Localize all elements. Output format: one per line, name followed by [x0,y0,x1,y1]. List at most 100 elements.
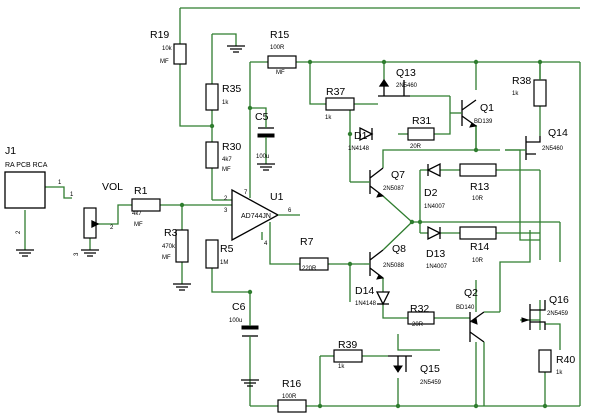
j1-pin2: 2 [16,230,22,234]
ground-symbol [81,249,99,257]
resistor-r32: R32 20R [407,303,435,328]
resistor-body [459,163,497,177]
resistor-ref: R13 [470,181,489,193]
q16-value: 2N5459 [547,311,569,317]
resistor-ref: R35 [222,83,241,95]
resistor-ref: R30 [222,141,241,153]
transistor-q8: Q8 2N5088 [364,243,406,280]
resistor-value: 10k [162,46,173,52]
resistor-ref: R5 [220,243,234,255]
resistor-value: 100R [282,394,297,400]
resistor-ref: R15 [270,29,289,41]
resistor-value: 20R [412,322,424,328]
resistor-body [205,83,219,111]
resistor-ref: R16 [282,378,301,390]
capacitor-c6: C6 100u [229,301,259,352]
q14-ref: Q14 [548,127,568,139]
transistor-q14: Q14 2N5460 [505,62,568,160]
diode-d13: D13 1N4007 [426,225,448,270]
opamp-pin7: 7 [244,190,248,196]
opamp-ref: U1 [270,191,284,203]
connector-j1: J1 RA PCB RCA 1 2 [4,145,62,234]
resistor-body [407,127,435,141]
resistor-ref: R1 [134,185,148,197]
q14-value: 2N5460 [542,146,564,152]
diode-d2: D2 1N4007 [424,162,446,210]
opamp-value: AD744JN [241,213,271,220]
resistor-type: MF [134,222,143,228]
q1-value: BD139 [474,119,493,125]
resistor-value: 1k [512,91,519,97]
q2-ref: Q2 [464,287,478,299]
ground-symbol [173,283,191,291]
c5-value: 100u [256,154,269,160]
resistor-type: MF [276,70,285,76]
resistor-r5: R5 1M [205,239,234,269]
ground-symbol [241,379,259,387]
resistor-body [407,311,435,325]
pot-pin1: 1 [70,192,74,198]
pot-pin3: 3 [74,252,80,256]
q7-value: 2N5087 [383,186,405,192]
resistor-value: 100R [270,45,285,51]
opamp-pin3: 3 [224,208,228,214]
q16-ref: Q16 [549,294,569,306]
d2-ref: D2 [424,187,438,199]
q13-ref: Q13 [396,67,416,79]
d2-value: 1N4007 [424,204,446,210]
resistor-body [131,198,161,212]
ground-symbols [16,45,275,387]
c6-value: 100u [229,318,242,324]
resistor-value: 1k [222,100,229,106]
j1-pin1: 1 [58,180,62,186]
resistor-type: MF [160,59,169,65]
q7-ref: Q7 [391,169,405,181]
resistor-body [175,229,189,263]
resistor-ref: R7 [300,236,314,248]
resistor-body [459,226,497,240]
c5-ref: C5 [255,111,269,123]
q15-ref: Q15 [420,363,440,375]
q15-value: 2N5459 [420,380,442,386]
resistor-body [533,79,547,107]
resistor-value: 20R [410,144,422,150]
ground-symbol [257,163,275,171]
q2-value: BD140 [456,305,475,311]
opamp-pin2: 2 [224,196,228,202]
d13-ref: D13 [426,248,445,260]
d13-value: 1N4007 [426,264,448,270]
resistor-ref: R37 [326,86,345,98]
resistor-value: 1k [556,370,563,376]
transistor-q7: Q7 2N5087 [364,167,405,198]
resistor-ref: R3 [164,227,178,239]
opamp-pin4: 4 [264,241,268,247]
resistor-value: 10R [472,196,484,202]
resistor-r14: R14 10R [459,226,497,264]
resistor-value: 4k7 [132,211,142,217]
resistor-value: 1k [338,364,345,370]
resistor-value: 1M [220,260,228,266]
junctions [179,59,548,409]
q8-value: 2N5088 [383,263,405,269]
resistor-body [205,239,219,269]
c6-ref: C6 [232,301,246,313]
d1-value: 1N4148 [348,146,370,152]
d1-ref: D1 [354,130,368,142]
q1-ref: Q1 [480,102,494,114]
transistor-q2: Q2 BD140 [456,287,500,406]
resistor-ref: R14 [470,241,489,253]
resistor-value: 470k [162,244,176,250]
diode-d1: D1 1N4148 [348,126,374,152]
resistor-ref: R32 [410,303,429,315]
resistor-value: 10R [472,258,484,264]
resistor-type: MF [222,167,231,173]
resistors: R1910kMFR15100RMFR351kR304k7MFR14k7MFR34… [131,29,575,413]
